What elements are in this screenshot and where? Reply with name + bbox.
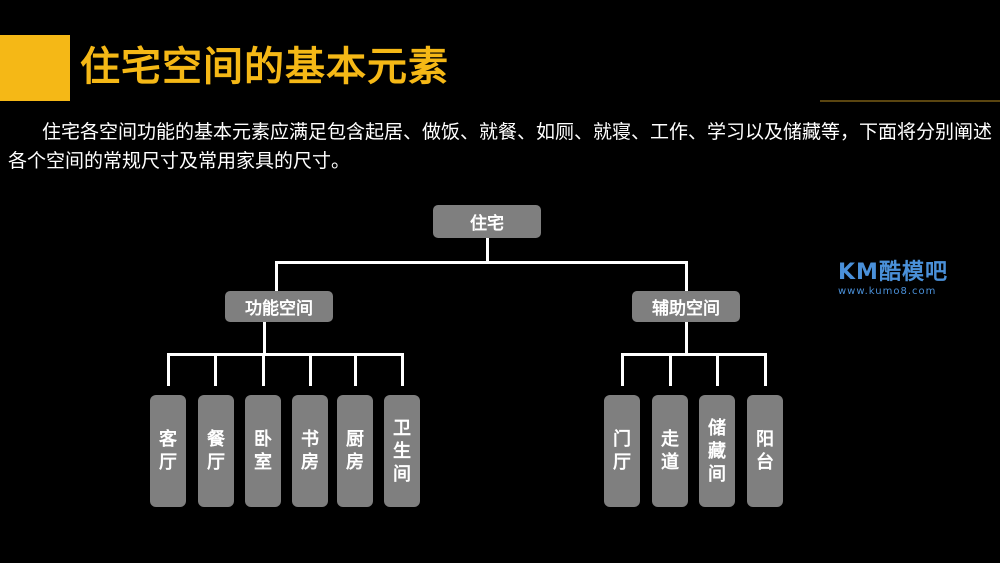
leaf-corridor: 走道 bbox=[652, 395, 688, 507]
leaf-kitchen: 厨房 bbox=[337, 395, 373, 507]
connector bbox=[167, 353, 170, 386]
connector bbox=[262, 353, 265, 386]
connector bbox=[275, 261, 687, 264]
connector bbox=[685, 261, 688, 291]
watermark-url: www.kumo8.com bbox=[838, 286, 937, 297]
connector bbox=[716, 353, 719, 386]
connector bbox=[685, 322, 688, 355]
branch-node-auxiliary: 辅助空间 bbox=[632, 291, 740, 322]
title-accent-block bbox=[0, 35, 70, 101]
connector bbox=[354, 353, 357, 386]
title-divider bbox=[820, 100, 1000, 102]
connector bbox=[401, 353, 404, 386]
leaf-foyer: 门厅 bbox=[604, 395, 640, 507]
connector bbox=[621, 353, 624, 386]
connector bbox=[486, 238, 489, 263]
intro-paragraph: 住宅各空间功能的基本元素应满足包含起居、做饭、就餐、如厕、就寝、工作、学习以及储… bbox=[8, 121, 993, 172]
connector bbox=[275, 261, 278, 291]
watermark-logo: KM酷模吧 www.kumo8.com bbox=[838, 254, 948, 297]
leaf-storage: 储藏间 bbox=[699, 395, 735, 507]
branch-node-functional: 功能空间 bbox=[225, 291, 333, 322]
watermark-brand: KM酷模吧 bbox=[838, 260, 948, 285]
connector bbox=[309, 353, 312, 386]
root-node: 住宅 bbox=[433, 205, 541, 238]
leaf-dining-room: 餐厅 bbox=[198, 395, 234, 507]
leaf-living-room: 客厅 bbox=[150, 395, 186, 507]
connector bbox=[621, 353, 767, 356]
connector bbox=[167, 353, 404, 356]
connector bbox=[214, 353, 217, 386]
leaf-study: 书房 bbox=[292, 395, 328, 507]
connector bbox=[764, 353, 767, 386]
leaf-bathroom: 卫生间 bbox=[384, 395, 420, 507]
connector bbox=[669, 353, 672, 386]
page-title: 住宅空间的基本元素 bbox=[80, 44, 449, 90]
leaf-bedroom: 卧室 bbox=[245, 395, 281, 507]
leaf-balcony: 阳台 bbox=[747, 395, 783, 507]
connector bbox=[263, 322, 266, 355]
